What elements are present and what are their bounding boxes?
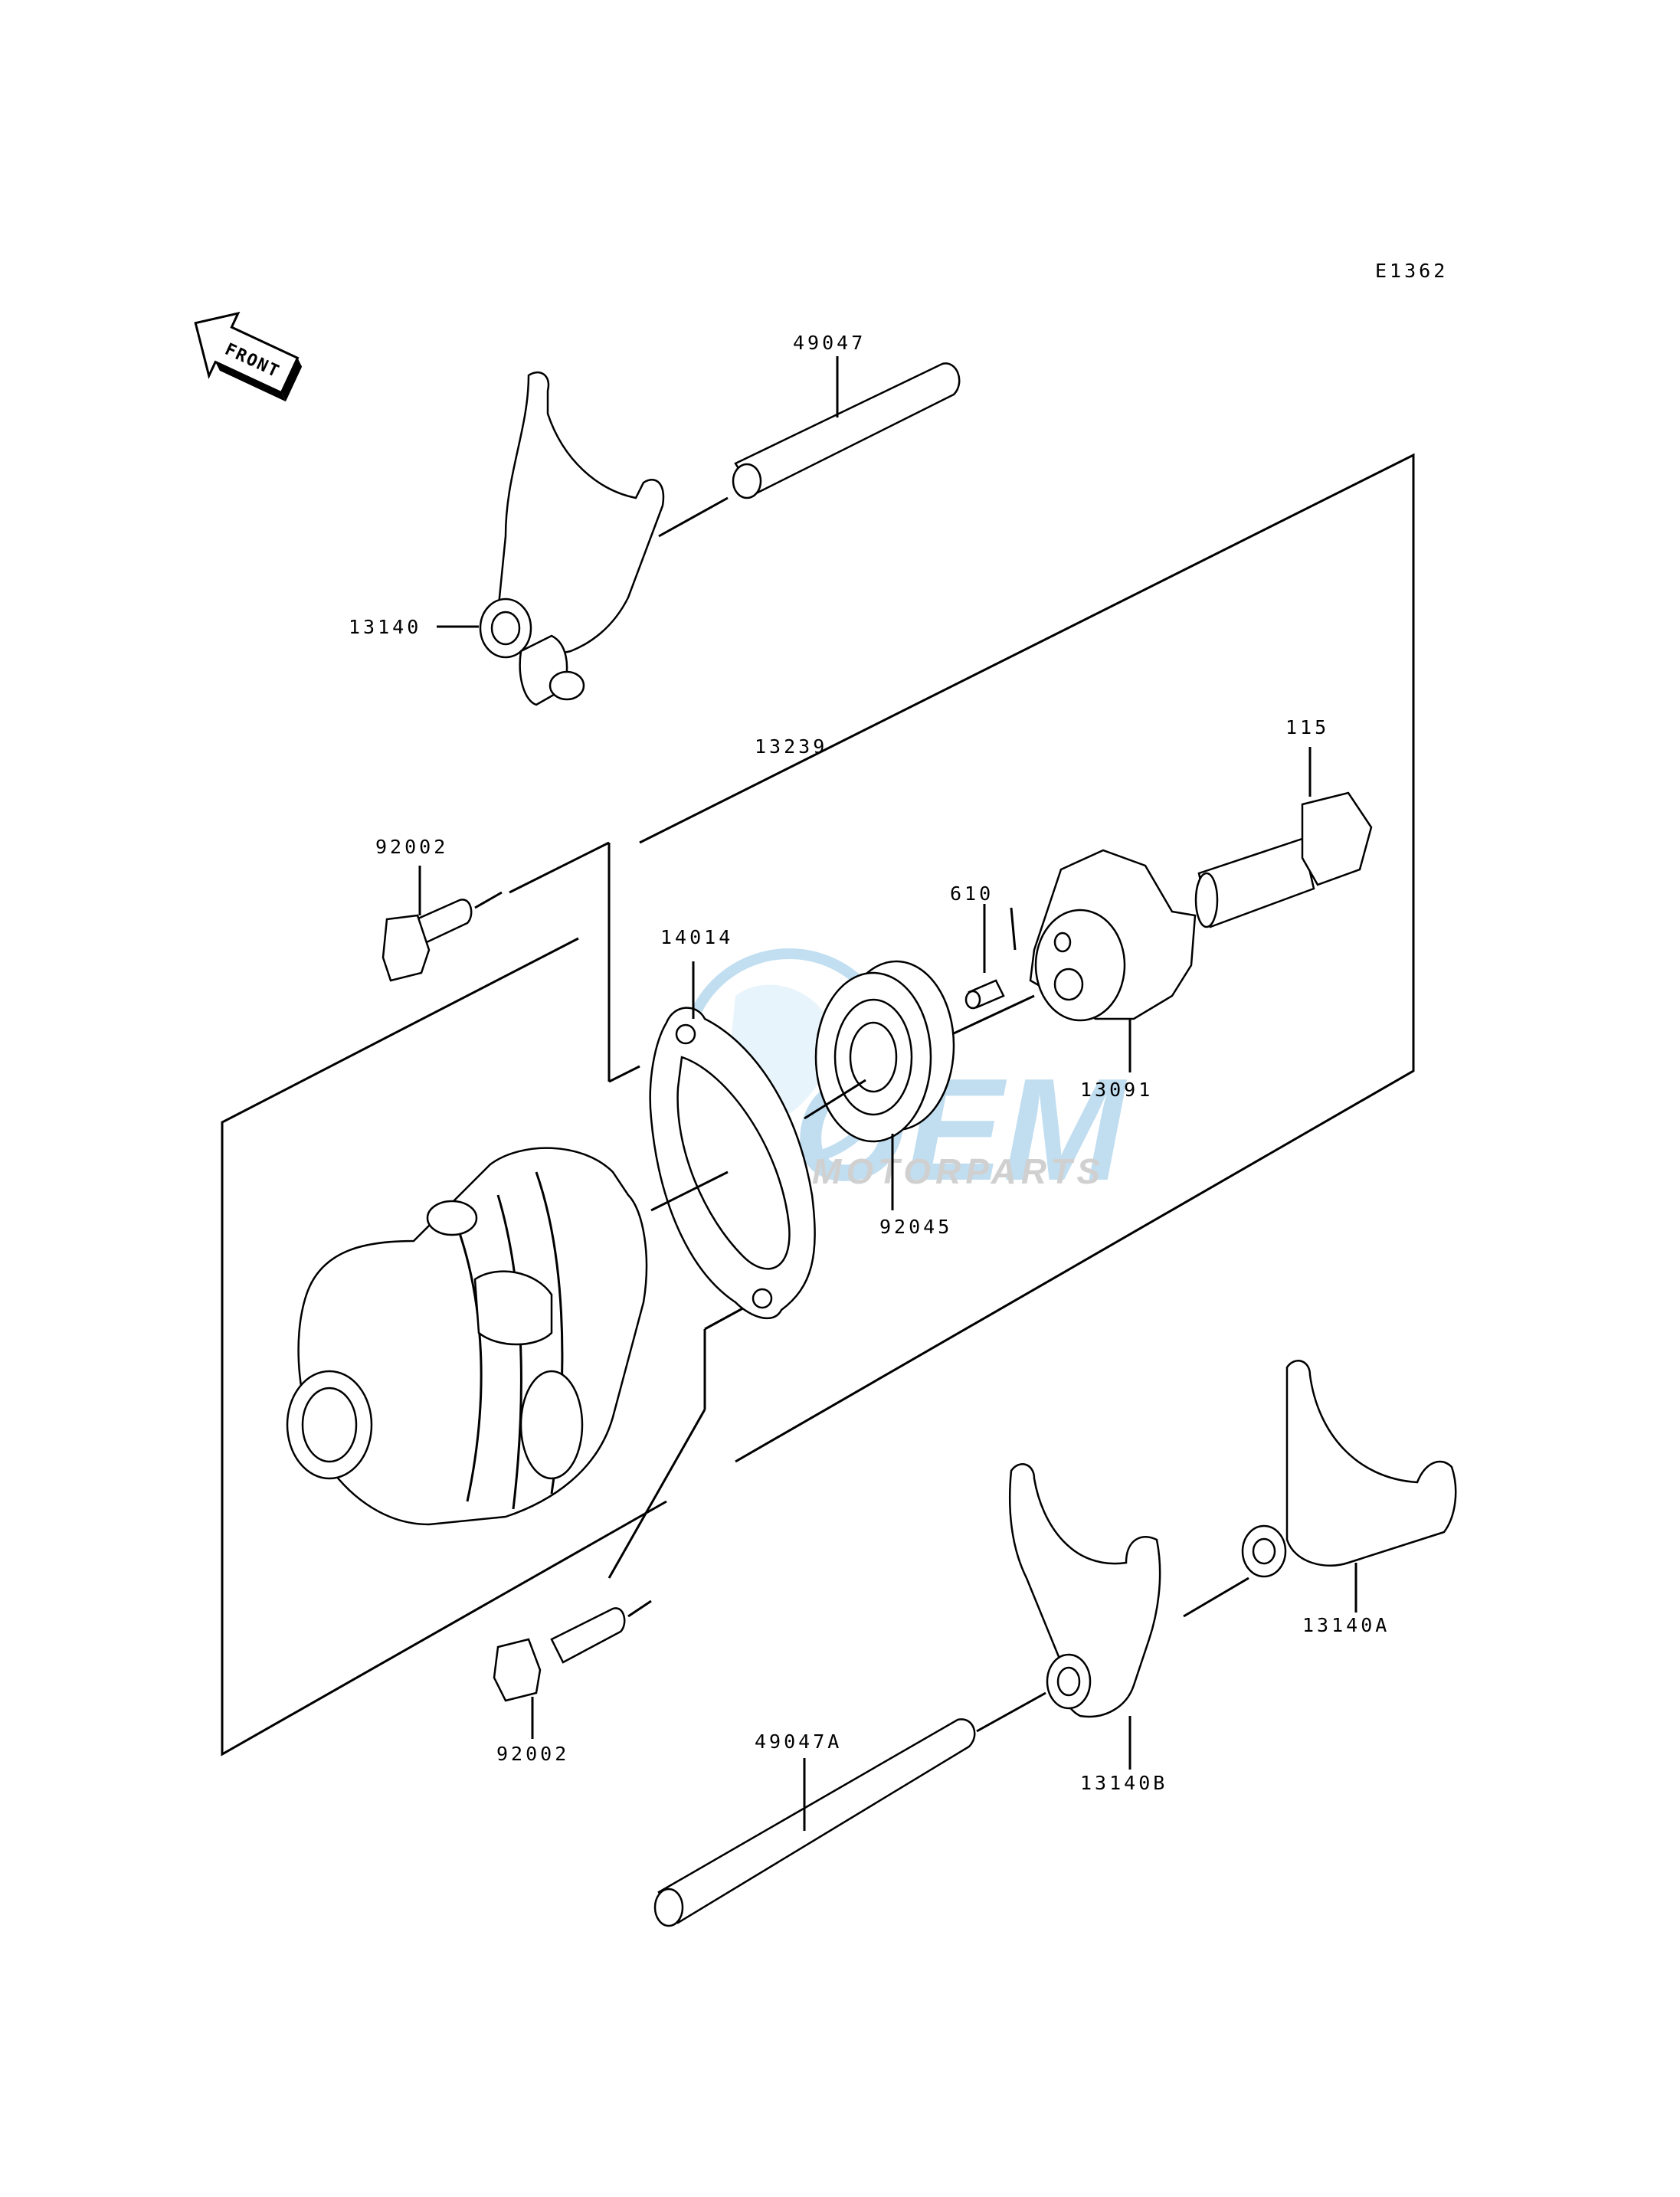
front-arrow-icon: FRONT [194, 311, 303, 402]
label-13140: 13140 [349, 616, 421, 638]
shift-drum-13239 [286, 1147, 648, 1526]
segment-13091 [1029, 849, 1197, 1022]
label-13140A: 13140A [1302, 1614, 1390, 1636]
label-13239: 13239 [755, 735, 827, 758]
watermark-sub: MOTORPARTS [812, 1151, 1105, 1191]
shift-rod-49047A [653, 1718, 976, 1927]
bearing-92045 [814, 960, 955, 1143]
diagram-id: E1362 [1375, 260, 1448, 282]
label-13140B: 13140B [1080, 1772, 1167, 1794]
label-610: 610 [950, 882, 994, 905]
shift-fork-13140A [1241, 1360, 1457, 1578]
bolt-92002-top [382, 899, 473, 982]
label-92002-bottom: 92002 [496, 1743, 569, 1765]
bolt-115 [1194, 791, 1373, 928]
assembly-outline [639, 453, 1415, 1463]
label-115: 115 [1285, 716, 1329, 738]
shift-fork-13140 [479, 371, 665, 706]
label-92002-top: 92002 [375, 836, 448, 858]
label-92045: 92045 [879, 1216, 952, 1238]
label-49047: 49047 [793, 332, 866, 354]
pin-610 [964, 979, 1005, 1010]
bolt-92002-bottom [493, 1607, 626, 1702]
label-13091: 13091 [1080, 1079, 1153, 1101]
label-14014: 14014 [660, 926, 733, 948]
label-49047A: 49047A [755, 1730, 842, 1753]
shift-rod-49047 [732, 362, 961, 499]
shift-fork-13140B [1008, 1463, 1161, 1718]
gasket-14014 [649, 1007, 816, 1320]
